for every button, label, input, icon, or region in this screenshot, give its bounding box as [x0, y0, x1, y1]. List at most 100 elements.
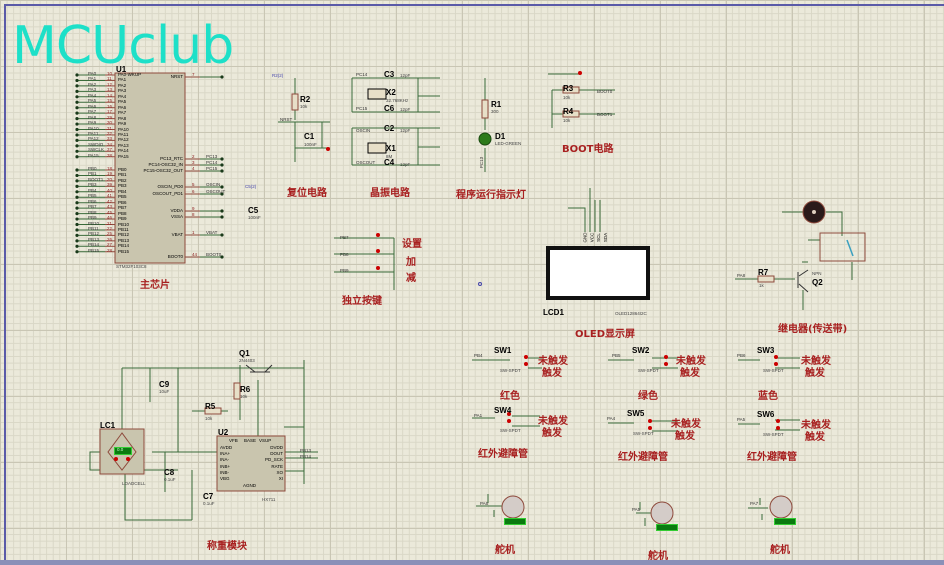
mcu-pin-net: SWDIO — [88, 141, 104, 147]
r5-ref[interactable]: R5 — [205, 402, 216, 411]
mcu-pin-number: 31 — [107, 125, 113, 131]
mcu-body — [114, 72, 186, 264]
r2-probe[interactable]: R2(2) — [272, 73, 284, 78]
mcu-pin-name: PB14 — [118, 243, 130, 249]
mcu-pin-net: PB7 — [88, 204, 97, 210]
mcu-pin-net: PB6 — [88, 198, 97, 204]
c8-value: 0.1uF — [164, 477, 176, 482]
mcu-pin-name: BOOT0 — [167, 254, 183, 259]
key-add-button[interactable] — [362, 247, 380, 255]
c9-ref[interactable]: C9 — [159, 380, 170, 389]
mcu-pin-name: PA11 — [118, 131, 129, 137]
mcu-pin-name: PB1 — [118, 172, 127, 178]
mcu-pin-net: OSCOUT — [206, 189, 226, 194]
hx711-pin-name: VBG — [220, 476, 230, 481]
relay-switch[interactable] — [820, 233, 865, 261]
c5-value: 100nF — [248, 215, 261, 220]
c8-ref[interactable]: C8 — [164, 468, 175, 477]
servo-motor[interactable] — [772, 496, 796, 520]
switch-net: PB6 — [737, 353, 746, 358]
x1-ref[interactable]: X1 — [386, 144, 396, 153]
c7-ref[interactable]: C7 — [203, 492, 214, 501]
r7-ref[interactable]: R7 — [758, 268, 769, 277]
c5-probe[interactable]: C5(2) — [245, 184, 257, 189]
mcu-pin-number: 44 — [192, 252, 198, 257]
mcu-pin-net: PA9 — [88, 120, 97, 126]
oled-ref[interactable]: LCD1 — [543, 308, 564, 317]
d1-ref[interactable]: D1 — [495, 132, 506, 141]
mcu-pin-number: 22 — [107, 225, 113, 231]
mcu-pin-name: PA7 — [118, 110, 127, 116]
c9-value: 10uF — [159, 389, 170, 394]
relay-net: PA8 — [737, 273, 746, 278]
mcu-pin-name: PA2 — [118, 82, 127, 88]
mcu-pin-name: PC15-OSC32_OUT — [143, 168, 183, 173]
mcu-pin-number: 40 — [107, 187, 113, 193]
oled-display[interactable] — [546, 246, 650, 300]
horizontal-scrollbar[interactable] — [0, 560, 944, 565]
hx711-pin-name: INA+ — [220, 451, 231, 457]
mcu-pin-name: PB8 — [118, 210, 127, 216]
switch-ref: SW1 — [494, 346, 512, 355]
switch-state-untriggered: 未触发 — [538, 416, 568, 427]
mcu-pin-net: PC15 — [206, 166, 218, 171]
mcu-pin-number: 18 — [107, 166, 113, 171]
r6-value: 10k — [240, 394, 248, 399]
q2-ref[interactable]: Q2 — [812, 278, 823, 287]
r6-ref[interactable]: R6 — [240, 385, 251, 394]
hx711-pin-name: RATE — [271, 463, 283, 469]
reset-section-label: 复位电路 — [287, 188, 327, 199]
r2-ref[interactable]: R2 — [300, 95, 311, 104]
c3-ref[interactable]: C3 — [384, 70, 395, 79]
mcu-pin-name: PB10 — [118, 221, 130, 227]
mcu-pin-net: PB1 — [88, 171, 97, 177]
key-sub-button[interactable] — [362, 264, 380, 272]
mcu-ref[interactable]: U1 — [116, 65, 127, 74]
r1-ref[interactable]: R1 — [491, 100, 502, 109]
mcu-pin-number: 42 — [107, 198, 113, 204]
servo-section-label: 舵机 — [770, 545, 790, 556]
lc1-ref[interactable]: LC1 — [100, 421, 116, 430]
u2-ref[interactable]: U2 — [218, 428, 229, 437]
c5-ref[interactable]: C5 — [248, 206, 259, 215]
mcu-pin-name: OSCOUT_PD1 — [152, 191, 183, 196]
loadcell-display[interactable] — [114, 447, 132, 455]
net-pc14: PC14 — [356, 72, 368, 77]
mcu-pin-name: PA1 — [118, 77, 127, 83]
mcu-pin-number: 30 — [107, 120, 113, 126]
mcu-pin-name: PA9 — [118, 121, 127, 127]
c1-ref[interactable]: C1 — [304, 132, 315, 141]
mcu-pin-name: PB7 — [118, 205, 127, 211]
hx711-pin-name: VFB — [229, 438, 238, 443]
mcu-pin-name: PB3 — [118, 183, 127, 189]
c6-ref[interactable]: C6 — [384, 104, 395, 113]
r3-ref[interactable]: R3 — [563, 84, 574, 93]
mcu-pin-net: PB3 — [88, 182, 97, 188]
mcu-pin-number: 45 — [107, 209, 113, 215]
r4-ref[interactable]: R4 — [563, 107, 574, 116]
mcu-pin-net: PA3 — [88, 87, 97, 93]
q1-ref[interactable]: Q1 — [239, 349, 250, 358]
mcu-pin-number: 38 — [107, 152, 113, 158]
servo-angle-display — [504, 518, 526, 525]
switch-part: SW-SPDT — [763, 368, 784, 373]
r1-value: 300 — [491, 109, 499, 114]
sheet-border — [4, 4, 944, 562]
x2-ref[interactable]: X2 — [386, 88, 396, 97]
mcu-pin-net: PA2 — [88, 81, 97, 87]
weigh-section-label: 称重模块 — [207, 541, 247, 552]
key-set-button[interactable] — [362, 231, 380, 239]
c4-ref[interactable]: C4 — [384, 158, 395, 167]
mcu-pin-number: 8 — [192, 212, 195, 217]
mcu-pin-net: PB8 — [88, 209, 97, 215]
hx711-pin-name: AGND — [243, 483, 257, 488]
nrst-net: NRST — [280, 117, 293, 122]
mcu-pin-name: PA6 — [118, 104, 127, 110]
servo-motor[interactable] — [654, 502, 678, 526]
mcu-pin-name: PB2 — [118, 177, 127, 183]
c6-value: 12pF — [400, 107, 411, 112]
c2-ref[interactable]: C2 — [384, 124, 395, 133]
motor-icon[interactable] — [803, 201, 825, 223]
servo-motor[interactable] — [502, 496, 526, 520]
lc1-part: LOADCELL — [122, 481, 146, 486]
